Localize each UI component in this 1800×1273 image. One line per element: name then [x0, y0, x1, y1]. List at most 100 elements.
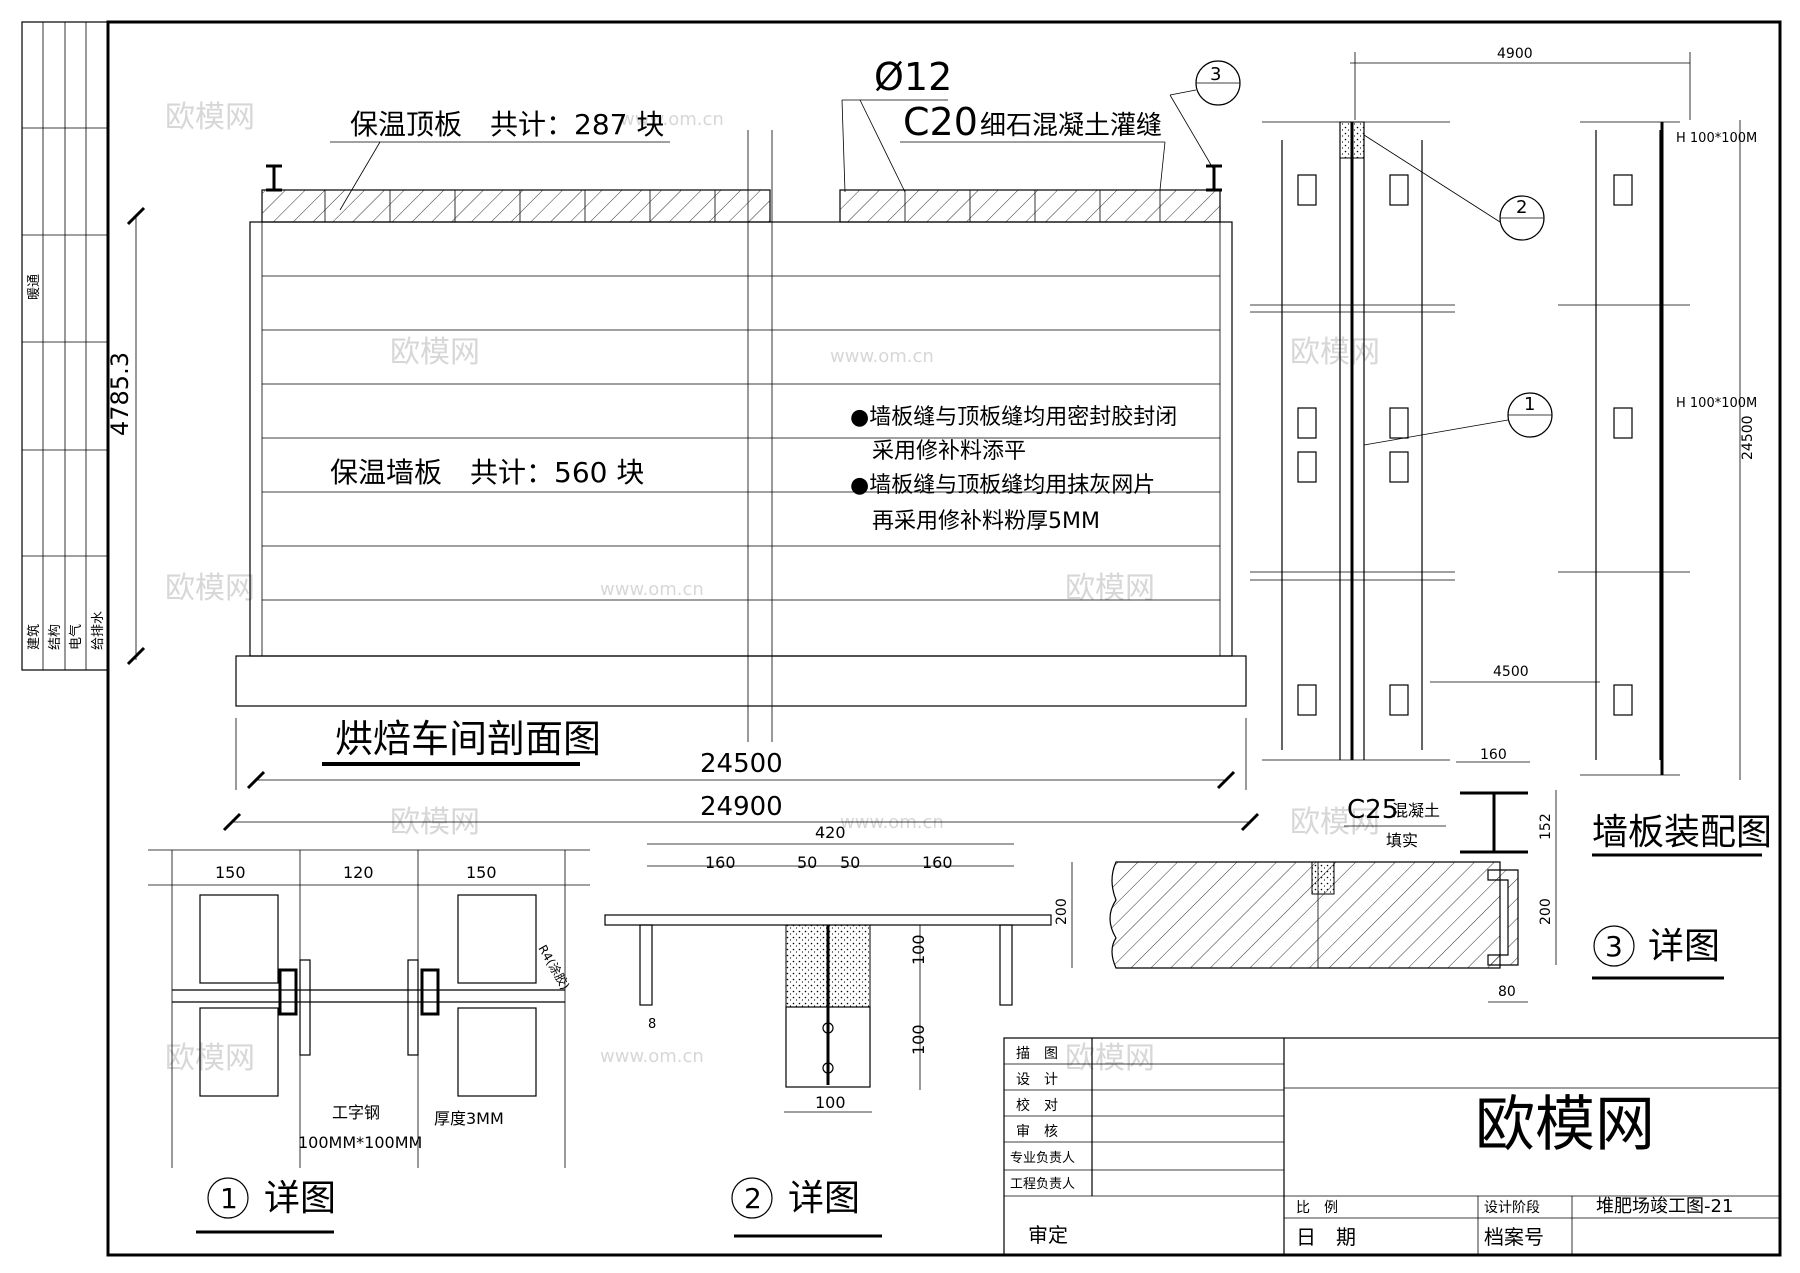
detail1-beam-label: 工字钢 [332, 1103, 380, 1122]
dim-80: 80 [1498, 984, 1516, 1000]
detail1-beam-size: 100MM*100MM [298, 1133, 422, 1152]
concrete-label: 混凝土 [1392, 801, 1440, 820]
watermark-brand: 欧模网 [1290, 805, 1380, 840]
tb-drawing-no: 堆肥场竣工图-21 [1596, 1196, 1733, 1217]
dim-160: 160 [1480, 747, 1507, 763]
discipline-structure: 结构 [48, 624, 63, 650]
callout-2-number: 2 [1516, 197, 1527, 218]
detail2-dim-bottom: 100 [815, 1093, 846, 1112]
dim-152: 152 [1538, 813, 1554, 840]
watermarks: 欧模网 www.om.cn 欧模网 www.om.cn 欧模网 欧模网 www.… [165, 100, 1380, 1076]
watermark-url: www.om.cn [620, 109, 724, 130]
grout-code: C20 [903, 100, 978, 144]
detail2-dim-v1: 100 [909, 934, 928, 965]
watermark-url: www.om.cn [840, 812, 944, 833]
watermark-brand: 欧模网 [1065, 571, 1155, 606]
detail2-dim-3: 50 [840, 853, 860, 872]
tb-stage-label: 设计阶段 [1484, 1200, 1540, 1216]
discipline-architecture: 建筑 [26, 624, 42, 650]
detail1-dim-1: 150 [215, 863, 246, 882]
detail1-dim-2: 120 [343, 863, 374, 882]
watermark-brand: 欧模网 [390, 805, 480, 840]
roof-slab-right [839, 189, 1221, 223]
detail2-dim-4: 160 [922, 853, 953, 872]
detail-2-circle [731, 1177, 773, 1219]
discipline-plumbing: 给排水 [91, 611, 106, 650]
assembly-drawing: 4900 4500 2 1 [1250, 46, 1772, 857]
span-dim-inner: 24500 [700, 749, 783, 779]
assembly-title: 墙板装配图 [1592, 812, 1772, 853]
discipline-electrical: 电气 [68, 624, 84, 650]
detail2-dim-total: 420 [815, 823, 846, 842]
detail-2-title: 详图 [788, 1178, 860, 1219]
roof-slab-left [261, 189, 771, 223]
tb-row-draw: 描 图 [1016, 1046, 1058, 1062]
detail1-radius: R4(涂胶) [535, 942, 573, 992]
watermark-url: www.om.cn [830, 346, 934, 367]
grout-label: 细石混凝土灌缝 [980, 111, 1162, 141]
detail-1-number: 1 [220, 1182, 238, 1215]
tb-row-discipline-lead: 专业负责人 [1010, 1151, 1075, 1166]
tb-row-review: 审 核 [1016, 1124, 1058, 1140]
section-height-dim: 4785.3 [106, 352, 134, 436]
tb-row-check: 校 对 [1016, 1097, 1058, 1114]
detail-3-title: 详图 [1648, 926, 1720, 967]
rebar-label: Ø12 [874, 55, 952, 99]
sheet-border [106, 20, 1782, 1257]
tb-date-label: 日 期 [1296, 1225, 1356, 1249]
detail-1: 150 120 150 R4(涂胶) 工字钢 100MM*100MM 厚度3MM… [148, 849, 590, 1234]
detail-3: C25 混凝土 填实 160 152 200 200 80 3 详图 [1054, 747, 1724, 1003]
watermark-brand: 欧模网 [1065, 1041, 1155, 1076]
detail2-dim-v2: 100 [909, 1024, 928, 1055]
wall-panel-joints [261, 222, 1221, 656]
detail-3-circle [1593, 925, 1635, 967]
callout-3-number: 3 [1210, 64, 1221, 85]
roof-beam-left [266, 164, 282, 192]
watermark-brand: 欧模网 [165, 1041, 255, 1076]
h-beam-label-mid: H 100*100M [1676, 396, 1757, 411]
detail-2: 420 160 50 50 160 100 100 8 100 2 详图 [604, 823, 1052, 1238]
detail2-dim-1: 160 [705, 853, 736, 872]
watermark-brand: 欧模网 [165, 100, 255, 135]
tb-row-project-lead: 工程负责人 [1010, 1177, 1075, 1192]
span-dim-outer: 24900 [700, 792, 783, 822]
assembly-dim-right: 24500 [1740, 415, 1756, 460]
h-beam-label-top: H 100*100M [1676, 131, 1757, 146]
detail2-dim-small: 8 [648, 1017, 656, 1032]
detail-1-title: 详图 [264, 1178, 336, 1219]
note-1: ●墙板缝与顶板缝均用密封胶封闭 [850, 405, 1177, 430]
dim-200-left: 200 [1054, 898, 1070, 925]
tb-archive-label: 档案号 [1484, 1225, 1544, 1249]
detail-3-number: 3 [1605, 930, 1623, 963]
detail1-thickness: 厚度3MM [434, 1109, 504, 1128]
tb-scale-label: 比 例 [1296, 1200, 1338, 1216]
watermark-brand: 欧模网 [1290, 335, 1380, 370]
sidebar-top-label: 暖通 [27, 274, 42, 300]
tb-brand: 欧模网 [1475, 1090, 1655, 1160]
watermark-url: www.om.cn [600, 1046, 704, 1067]
concrete-code: C25 [1347, 795, 1398, 825]
detail-1-circle [207, 1177, 249, 1219]
assembly-dim-mid: 4500 [1493, 664, 1529, 680]
detail2-dim-2: 50 [797, 853, 817, 872]
foundation [235, 655, 1247, 707]
detail-2-number: 2 [744, 1182, 762, 1215]
detail1-dim-3: 150 [466, 863, 497, 882]
title-block: 描 图 设 计 校 对 审 核 专业负责人 工程负责人 审定 比 例 日 期 设… [1003, 1037, 1781, 1256]
note-3: ●墙板缝与顶板缝均用抹灰网片 [850, 473, 1155, 498]
callout-1-number: 1 [1524, 394, 1535, 415]
assembly-dim-top: 4900 [1497, 46, 1533, 62]
watermark-brand: 欧模网 [165, 571, 255, 606]
wall-panel-label: 保温墙板 共计：560 块 [330, 456, 644, 489]
section-drawing: 4785.3 保温顶板 共计：287 块 保温墙板 共计：560 块 Ø12 C… [106, 55, 1260, 832]
dim-200-right: 200 [1538, 898, 1554, 925]
note-4: 再采用修补料粉厚5MM [872, 509, 1100, 534]
concrete-fill-label: 填实 [1386, 831, 1418, 850]
tb-approve: 审定 [1028, 1223, 1068, 1247]
watermark-brand: 欧模网 [390, 335, 480, 370]
watermark-url: www.om.cn [600, 579, 704, 600]
roof-panel-label: 保温顶板 共计：287 块 [350, 108, 664, 141]
note-2: 采用修补料添平 [872, 439, 1026, 464]
section-title: 烘焙车间剖面图 [335, 717, 601, 761]
